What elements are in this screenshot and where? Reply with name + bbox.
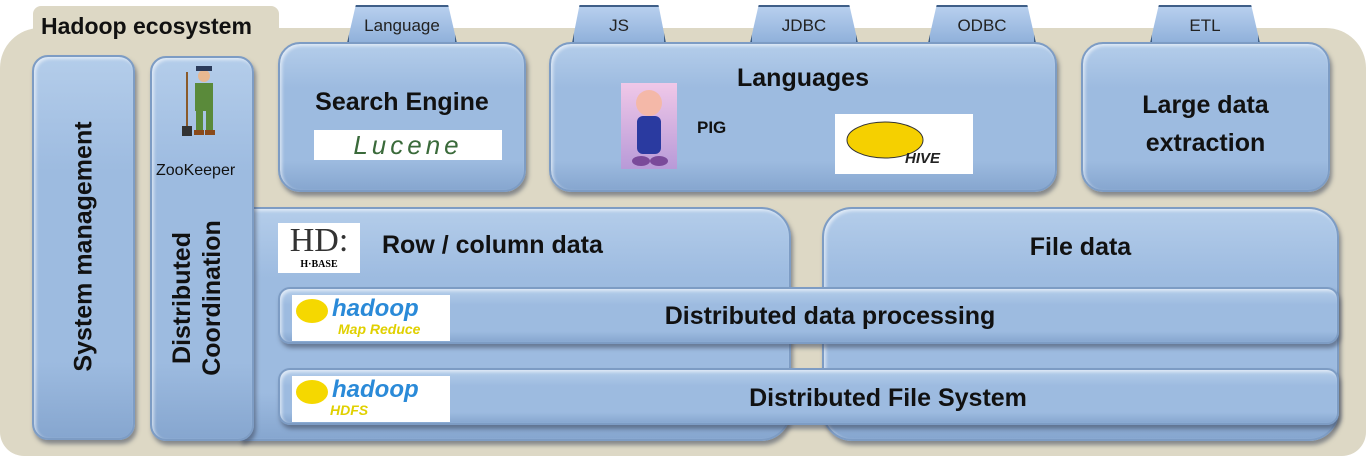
mapreduce-logo-label: Map Reduce <box>338 321 421 337</box>
hbase-label: H·BASE <box>300 259 338 270</box>
coordination-box: ZooKeeper Distributed Coordination <box>150 56 254 441</box>
hdfs-logo: hadoop HDFS <box>292 376 450 422</box>
hdfs-logo-label: HDFS <box>330 402 369 418</box>
large-data-line1: Large data <box>1142 91 1269 119</box>
distributed-data-processing-bar: hadoop Map Reduce Distributed data proce… <box>278 287 1339 344</box>
tab-jdbc: JDBC <box>750 5 858 43</box>
hive-label: HIVE <box>905 150 941 167</box>
row-column-label: Row / column data <box>382 231 603 259</box>
hdfs-logo-hadoop: hadoop <box>332 376 419 403</box>
mapreduce-logo: hadoop Map Reduce <box>292 295 450 341</box>
distributed-file-system-bar: hadoop HDFS Distributed File System <box>278 368 1339 425</box>
system-management-box: System management <box>32 55 135 440</box>
search-engine-box: Search Engine Lucene <box>278 42 526 192</box>
hbase-logo: HD: H·BASE <box>278 223 360 273</box>
languages-box: Languages PIG HIVE <box>549 42 1057 192</box>
distributed-file-system-label: Distributed File System <box>749 384 1027 412</box>
languages-label: Languages <box>737 64 869 92</box>
hive-logo: HIVE <box>835 114 973 174</box>
search-engine-label: Search Engine <box>315 88 489 116</box>
file-data-label: File data <box>1029 233 1132 261</box>
tab-language: Language <box>347 5 457 43</box>
zookeeper-label: ZooKeeper <box>156 162 236 179</box>
system-management-label: System management <box>69 121 98 372</box>
zookeeper-icon <box>182 66 215 136</box>
pig-icon <box>621 83 677 169</box>
tab-js: JS <box>572 5 666 43</box>
diagram-title: Hadoop ecosystem <box>33 6 279 46</box>
large-data-extraction-box: Large data extraction <box>1081 42 1330 192</box>
large-data-line2: extraction <box>1145 129 1266 157</box>
tab-odbc: ODBC <box>928 5 1036 43</box>
distributed-data-processing-label: Distributed data processing <box>664 302 996 330</box>
coordination-label: Distributed Coordination <box>167 163 227 433</box>
lucene-logo: Lucene <box>314 130 502 160</box>
coordination-line1: Distributed <box>168 232 196 364</box>
coordination-line2: Coordination <box>198 220 226 376</box>
tab-etl: ETL <box>1150 5 1260 43</box>
pig-label: PIG <box>697 118 727 137</box>
mapreduce-logo-hadoop: hadoop <box>332 295 419 322</box>
large-data-extraction-label: Large data extraction <box>1083 86 1328 162</box>
